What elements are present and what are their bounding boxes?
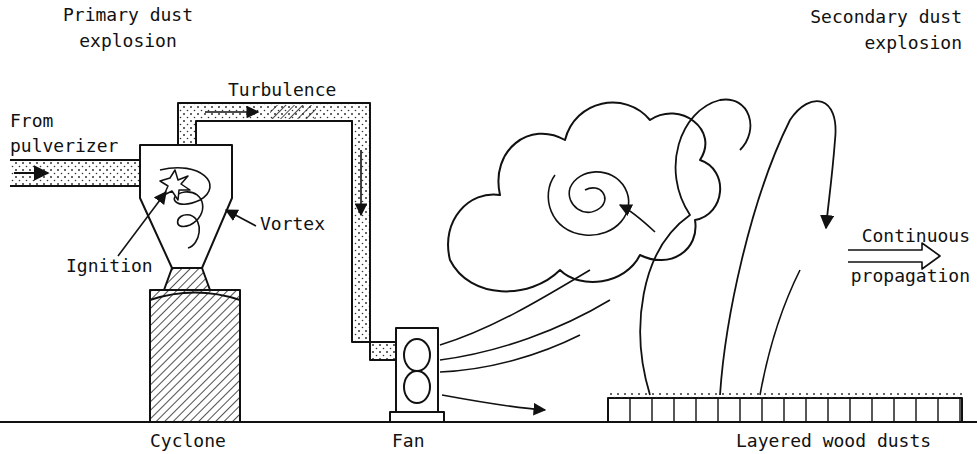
flow-arrow [205,111,258,113]
fan-rotor [404,371,430,403]
bed-divider [915,398,916,422]
bed-divider [893,398,894,422]
bed-divider [849,398,850,422]
bed-divider [739,398,740,422]
inlet-pipe [10,185,142,187]
bed-divider [827,398,828,422]
dust-bin [150,290,240,422]
ignition-spark [160,170,190,200]
bed-divider [761,398,762,422]
explosion-cloud [448,103,720,292]
propagation-label: Continuous propagation [826,216,970,296]
bed-divider [805,398,806,422]
bed-divider [695,398,696,422]
leader-line [118,192,166,256]
cyclone-body [140,145,232,268]
part-label: Fan [392,429,452,452]
part-label: Layered wood dusts [736,429,972,452]
bed-divider [673,398,674,422]
part-label: Cyclone [150,429,250,452]
secondary-flame [720,101,836,395]
turbulence-label: Turbulence [228,78,358,102]
dust-layer-bed [608,398,962,422]
turbulence-zone [270,105,316,119]
vortex-spiral [160,168,210,248]
flow-arrow [360,150,362,215]
dust-bin [150,293,240,301]
secondary-flame [640,100,750,395]
bed-divider [717,398,718,422]
dust-stream [10,160,142,186]
inlet-pipe [10,159,142,161]
flow-arrow [14,172,48,174]
outlet-duct [196,121,396,342]
explosion-label: Secondary dust explosion [790,4,962,56]
flow-line [440,335,580,372]
cloud-swirl [620,205,655,232]
outlet-duct [178,103,396,360]
flow-arrow [442,395,545,410]
bed-divider [937,398,938,422]
dust-stream [178,103,400,360]
fan-housing [396,328,438,414]
inlet-label: From pulverizer [10,108,130,158]
bed-divider [783,398,784,422]
fan-rotor [404,339,430,371]
flow-line [440,300,610,360]
fan-base [390,412,444,422]
leader-line [226,210,256,226]
dust-layer-bed [630,398,960,422]
cloud-swirl [548,172,628,235]
bed-divider [959,398,960,422]
secondary-flame [760,270,800,395]
ignition-label: Ignition [66,254,166,278]
explosion-label: Primary dust explosion [40,2,216,54]
vortex-label: Vortex [260,212,350,236]
bed-divider [871,398,872,422]
collected-dust [164,268,210,290]
bed-divider [629,398,630,422]
flow-line [440,270,590,345]
layered-dust [608,393,962,398]
bed-divider [651,398,652,422]
